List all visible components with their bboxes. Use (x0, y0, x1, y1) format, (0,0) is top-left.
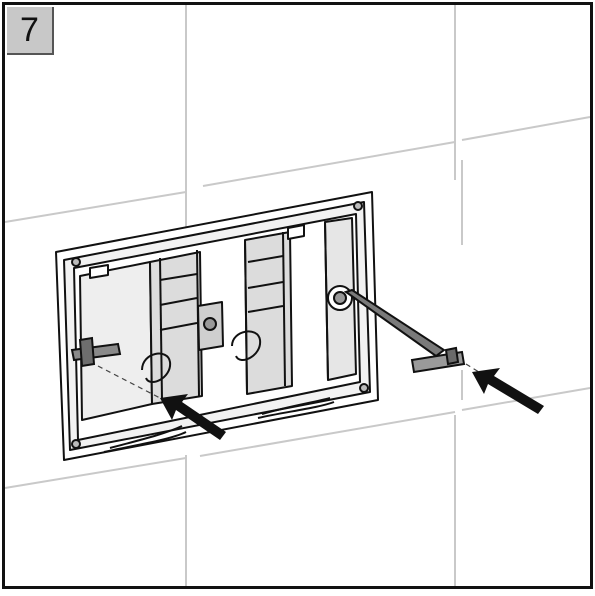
mounting-frame (55, 191, 379, 461)
step-number-badge: 7 (7, 7, 54, 55)
right-arrow-icon (472, 368, 544, 414)
left-arrow-icon (160, 394, 226, 440)
direction-arrows (160, 368, 544, 440)
wall-tiles (4, 5, 591, 586)
guide-lines (97, 363, 483, 399)
push-rod (327, 285, 466, 374)
left-lever (70, 336, 122, 368)
